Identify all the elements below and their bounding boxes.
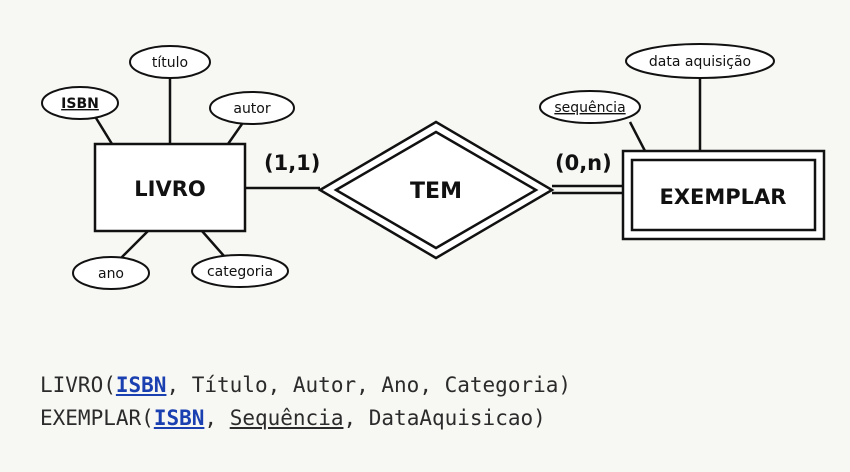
attr-autor: autor — [233, 101, 271, 117]
schema-livro-open: ( — [103, 373, 116, 397]
schema-exemplar-partial-key: Sequência — [229, 406, 344, 430]
attr-autor-ellipse — [209, 91, 295, 125]
entity-livro-label: LIVRO — [134, 177, 205, 201]
entity-exemplar-outer — [621, 149, 826, 241]
entity-exemplar-label: EXEMPLAR — [660, 185, 787, 209]
attr-ano: ano — [98, 266, 124, 282]
attr-data-aquisicao-ellipse — [625, 43, 775, 79]
attr-sequencia: sequência — [554, 100, 625, 116]
schema-exemplar-attributes: , DataAquisicao) — [343, 406, 546, 430]
attr-ano-ellipse — [72, 256, 150, 290]
attr-isbn-ellipse — [41, 86, 119, 120]
entity-livro — [93, 142, 247, 233]
schema-livro: LIVRO(ISBN, Título, Autor, Ano, Categori… — [40, 373, 571, 397]
attr-categoria-ellipse — [191, 254, 289, 288]
relationship-tem-outer — [317, 120, 555, 260]
line-isbn — [94, 117, 114, 145]
attr-titulo-ellipse — [129, 45, 211, 79]
line-ano — [120, 230, 149, 259]
relationship-tem-label: TEM — [410, 179, 462, 204]
relationship-tem-inner — [333, 130, 539, 250]
schema-exemplar-open: ( — [141, 406, 154, 430]
entity-exemplar-inner — [630, 158, 817, 232]
cardinality-livro: (1,1) — [264, 151, 320, 175]
attr-data-aquisicao: data aquisição — [649, 54, 751, 70]
schema-livro-attributes: , Título, Autor, Ano, Categoria) — [166, 373, 572, 397]
attr-sequencia-ellipse — [539, 90, 641, 124]
attr-isbn: ISBN — [61, 96, 99, 112]
cardinality-exemplar: (0,n) — [555, 151, 612, 175]
line-autor — [226, 123, 244, 145]
line-categoria — [201, 230, 225, 257]
schema-exemplar-pk-link[interactable]: ISBN — [153, 406, 205, 430]
attr-categoria: categoria — [207, 264, 273, 280]
line-sequencia — [628, 121, 647, 152]
schema-exemplar-sep: , — [204, 406, 230, 430]
schema-exemplar: EXEMPLAR(ISBN, Sequência, DataAquisicao) — [40, 406, 546, 430]
schema-livro-name: LIVRO — [40, 373, 104, 397]
schema-livro-pk-link[interactable]: ISBN — [115, 373, 167, 397]
diagram-connectors — [94, 77, 702, 259]
attr-titulo: título — [152, 55, 188, 71]
schema-exemplar-name: EXEMPLAR — [40, 406, 142, 430]
